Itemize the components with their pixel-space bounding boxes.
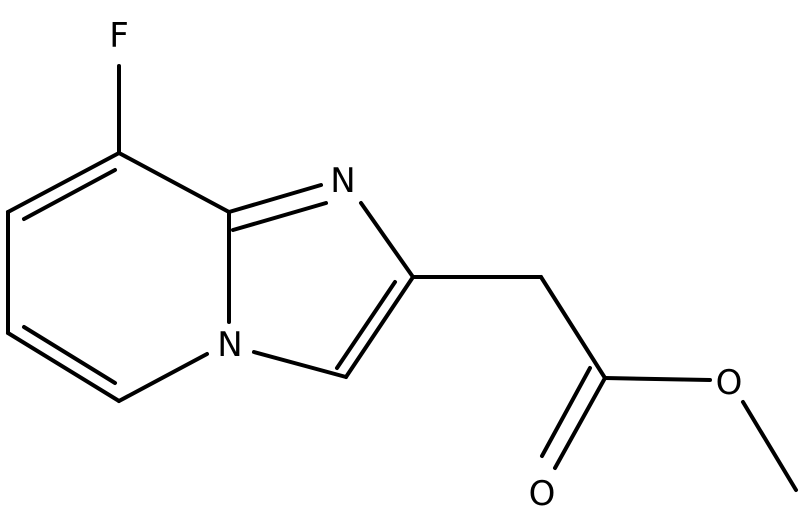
atom-label-bridgehead-nitrogen: N xyxy=(217,325,242,365)
bond-c8a-n1 xyxy=(227,183,323,214)
bond-c8a-n1-double xyxy=(231,201,328,232)
bond-ester-o-methyl xyxy=(741,400,798,492)
bond-c8-c7 xyxy=(6,151,121,214)
bond-c2-c3 xyxy=(344,275,415,379)
bond-n1-c2 xyxy=(359,201,415,279)
bond-c6-c5-double xyxy=(22,325,117,385)
bond-c6-c5 xyxy=(6,331,121,403)
bond-ch2-carbonyl xyxy=(539,275,607,380)
bond-c3-n4 xyxy=(252,350,348,379)
bond-carbonyl-o-double xyxy=(540,366,592,458)
bond-c8-c7-double xyxy=(22,168,117,221)
atom-label-fluorine: F xyxy=(109,16,129,56)
atom-label-imidazole-nitrogen: N xyxy=(330,161,355,201)
atom-label-ester-oxygen: O xyxy=(716,363,743,403)
bond-c2-c3-double xyxy=(335,280,397,370)
atom-label-carbonyl-oxygen: O xyxy=(529,474,556,514)
bond-carbonyl-ester-o xyxy=(603,376,712,382)
bond-c5-n4 xyxy=(117,352,209,403)
bond-carbonyl-o xyxy=(553,376,607,470)
bond-c8a-c8 xyxy=(117,151,231,214)
